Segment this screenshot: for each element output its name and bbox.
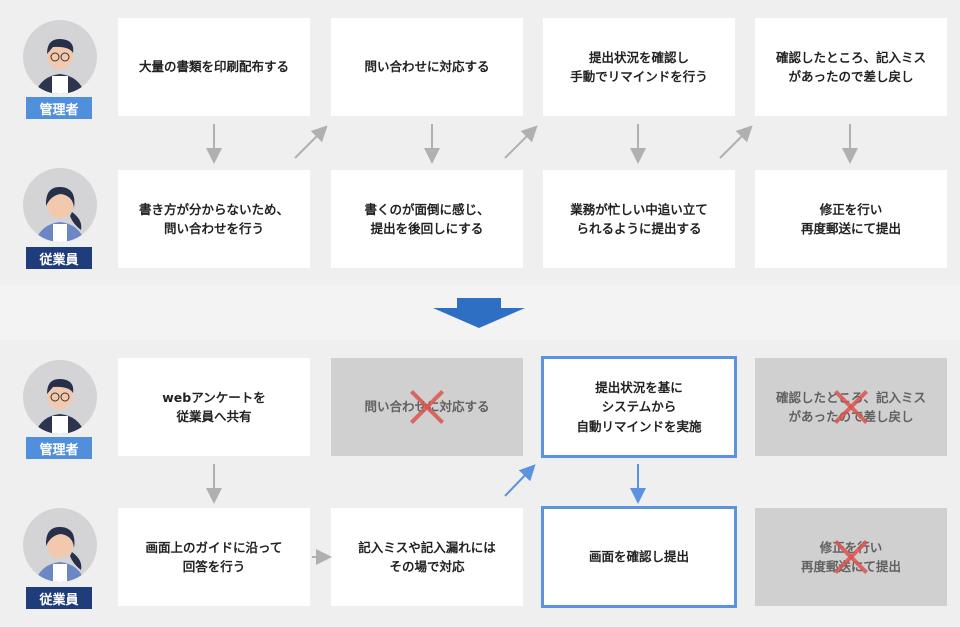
before-employee-step-1: 書き方が分からないため、 問い合わせを行う <box>118 170 310 268</box>
after-manager-step-3: 提出状況を基に システムから 自動リマインドを実施 <box>541 356 737 458</box>
before-manager-step-4: 確認したところ、記入ミス があったので差し戻し <box>755 18 947 116</box>
transition-arrow-icon <box>433 298 525 328</box>
before-manager-step-1: 大量の書類を印刷配布する <box>118 18 310 116</box>
after-manager-step-1: webアンケートを 従業員へ共有 <box>118 358 310 456</box>
employee-avatar <box>23 168 97 242</box>
before-employee-step-4: 修正を行い 再度郵送にて提出 <box>755 170 947 268</box>
employee-label: 従業員 <box>26 247 92 269</box>
manager-avatar <box>23 360 97 434</box>
before-manager-step-2: 問い合わせに対応する <box>331 18 523 116</box>
manager-avatar <box>23 20 97 94</box>
after-manager-step-4-removed: 確認したところ、記入ミス があったので差し戻し <box>755 358 947 456</box>
manager-label: 管理者 <box>26 437 92 459</box>
after-employee-step-2: 記入ミスや記入漏れには その場で対応 <box>331 508 523 606</box>
before-manager-step-3: 提出状況を確認し 手動でリマインドを行う <box>543 18 735 116</box>
employee-avatar <box>23 508 97 582</box>
after-employee-step-1: 画面上のガイドに沿って 回答を行う <box>118 508 310 606</box>
after-employee-step-3: 画面を確認し提出 <box>541 506 737 608</box>
manager-label: 管理者 <box>26 97 92 119</box>
before-flow-arrows <box>206 124 858 164</box>
before-employee-step-3: 業務が忙しい中追い立て られるように提出する <box>543 170 735 268</box>
after-employee-step-4-removed: 修正を行い 再度郵送にて提出 <box>755 508 947 606</box>
after-manager-step-2-removed: 問い合わせに対応する <box>331 358 523 456</box>
employee-label: 従業員 <box>26 587 92 609</box>
before-employee-step-2: 書くのが面倒に感じ、 提出を後回しにする <box>331 170 523 268</box>
